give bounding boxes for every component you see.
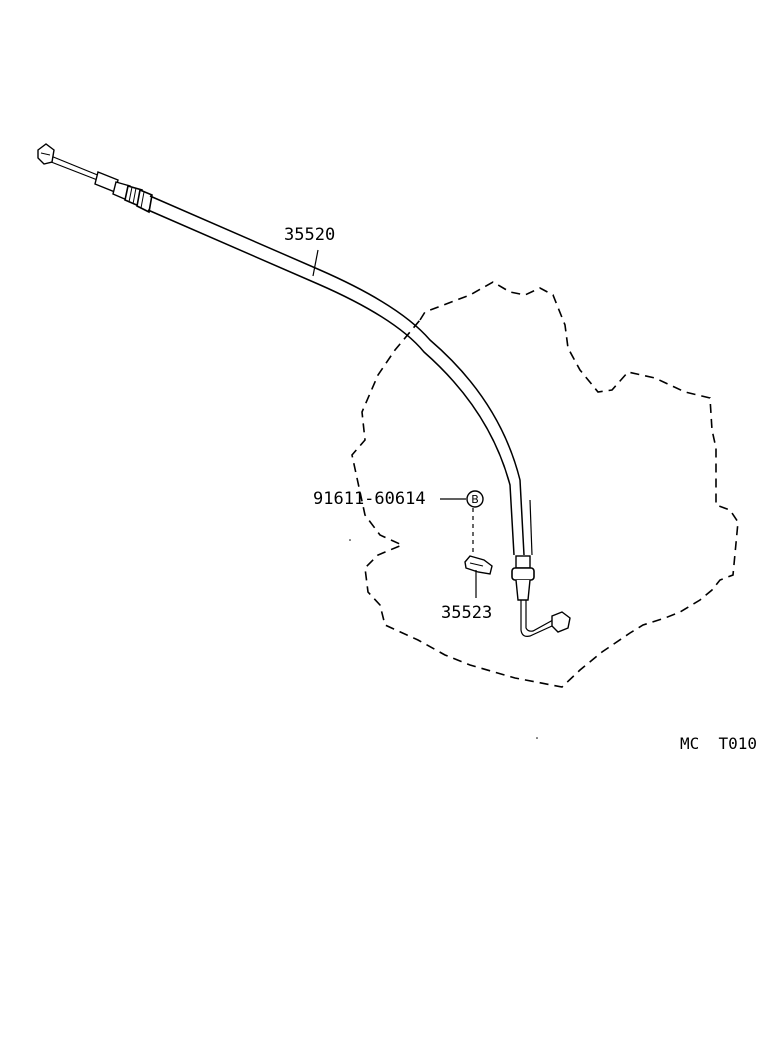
part-label-35520: 35520 [284,225,336,245]
cable-core-end [45,153,101,177]
cable-clamp [464,555,493,598]
transmission-outline [351,281,739,688]
cable-housing [149,195,525,556]
bolt-marker: B [440,490,484,555]
part-label-35523: 35523 [441,603,493,623]
cable-end-fitting-upper [37,143,55,165]
leader-35520 [312,249,319,277]
part-label-91611-60614: 91611-60614 [313,489,426,509]
cable-end-fitting-lower [511,555,571,637]
diagram-code: MC T010 [680,734,758,753]
bolt-marker-letter: B [471,493,479,506]
cable-adjuster [94,171,153,214]
